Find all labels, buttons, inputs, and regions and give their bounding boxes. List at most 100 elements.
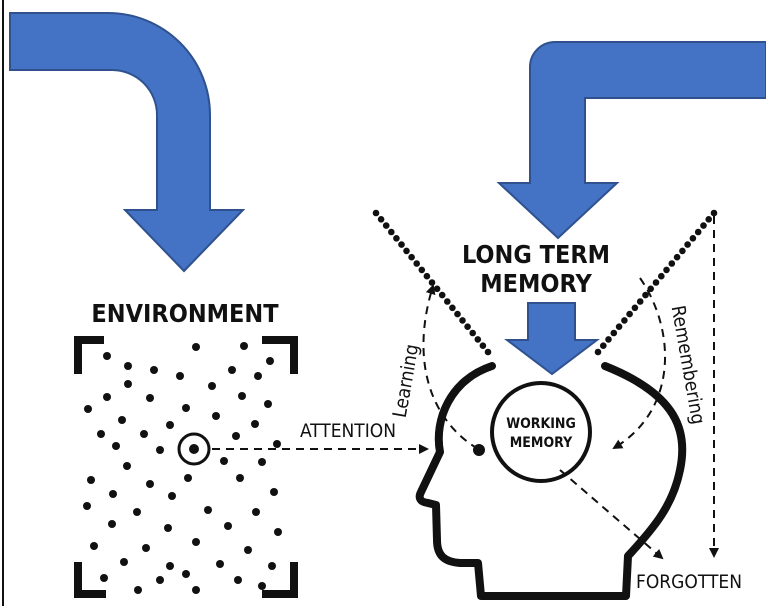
stimulus-dot [146,394,154,402]
dotted-line-dot-right [647,285,654,293]
stimulus-dot [266,357,274,365]
dotted-line-dot-right [663,266,670,274]
dotted-line-dot-left [408,253,415,261]
stimulus-dot [184,474,192,482]
stimulus-dot [109,490,117,498]
stimulus-dot [124,362,132,370]
stimulus-dot [208,382,216,390]
stimulus-dot [268,562,276,570]
stimulus-dot [120,558,128,566]
stimulus-dot [176,372,184,380]
dotted-line-dot-right [594,348,602,356]
dotted-line-dot-left [388,228,395,236]
dotted-line-dot-left [418,266,426,274]
stimulus-dot [156,446,164,454]
stimulus-dot [192,538,200,546]
dotted-line-dot-right [642,291,649,299]
stimulus-dot [83,502,91,510]
dotted-line-dot-left [444,298,451,305]
stimulus-dot [244,546,252,554]
stimulus-dot [234,576,242,584]
stimulus-dot [182,404,190,412]
environment-input-arrow [9,12,246,273]
stimulus-dot [264,400,272,408]
forgotten-label: FORGOTTEN [636,571,742,593]
dotted-line-dot-right [710,209,718,217]
dotted-line-dot-right [626,310,633,318]
stimulus-dot [133,508,141,516]
dotted-line-dot-left [428,279,436,286]
stimulus-dot [156,576,164,584]
stimulus-dot [142,544,150,552]
dotted-line-dot-right [689,235,697,242]
circled-dot-icon [177,432,211,466]
stimulus-dot [87,476,95,484]
stimulus-dot [124,380,132,388]
dotted-line-dot-right [621,317,628,324]
long-term-memory-label-line1: LONG TERM [462,240,610,269]
dotted-line-dot-right [658,272,665,280]
attention-label: ATTENTION [300,420,396,442]
dotted-line-dot-left [382,222,390,229]
dotted-line-dot-right [600,342,607,350]
stimulus-dot [228,366,236,374]
stimulus-dot [224,522,232,530]
dotted-line-dot-left [372,209,380,217]
dotted-line-dot-right [652,279,660,286]
long-term-to-working-memory-arrow [504,302,600,376]
dotted-line-dot-left [438,291,446,299]
stimulus-dot [103,393,111,401]
dotted-line-dot-left [449,304,456,312]
stimulus-dot [254,372,262,380]
stimulus-dot [140,430,148,438]
stimulus-dot [134,586,142,594]
dotted-line-dot-right [668,260,676,267]
dotted-line-dot-left [398,241,405,248]
environment-label: ENVIRONMENT [91,299,279,328]
dotted-line-dot-right [700,222,707,229]
human-head-profile-icon [415,362,687,600]
stimulus-dot [112,442,120,450]
stimulus-dot [90,542,98,550]
stimulus-dot [103,352,111,360]
stimulus-dot [252,508,260,516]
dotted-line-dot-right [679,247,686,255]
stimulus-dot [118,416,126,424]
stimulus-dot [168,492,176,500]
stimulus-dot [192,343,200,351]
stimulus-dot [97,430,105,438]
stimulus-dot [166,562,174,570]
dotted-line-dot-right [610,329,618,337]
stimulus-dot [232,432,240,440]
stimulus-dot [84,405,92,413]
corner-bracket-frame-icon [74,336,298,598]
stimulus-dot [258,582,266,590]
stimulus-dot [192,586,200,594]
dotted-line-dot-left [464,323,471,331]
dotted-line-dot-left [377,216,385,223]
dotted-line-dot-left [459,317,466,324]
stimulus-dot [166,421,174,429]
stimulus-dot [251,420,259,428]
stimulus-dot [240,342,248,350]
working-memory-label-line1: WORKING [506,416,576,432]
dotted-line-dot-left [474,336,482,343]
dotted-line-dot-right [705,216,712,223]
dotted-line-dot-right [605,336,612,343]
stimulus-dot [182,570,190,578]
dotted-line-dot-left [403,247,410,255]
dotted-line-dot-left [479,342,487,350]
stimulus-dot [220,457,228,465]
stimulus-dot [164,524,172,532]
stimulus-dot [270,488,278,496]
long-term-memory-input-arrow [496,41,766,240]
dotted-line-dot-left [433,285,441,293]
stimulus-dot [273,440,281,448]
dotted-line-dot-right [684,241,691,248]
dotted-line-dot-right [615,323,623,331]
stimulus-dot [150,366,158,374]
long-term-memory-label-line2: MEMORY [480,269,592,298]
dotted-line-dot-left [484,348,492,356]
learning-label: Learning [389,343,424,420]
